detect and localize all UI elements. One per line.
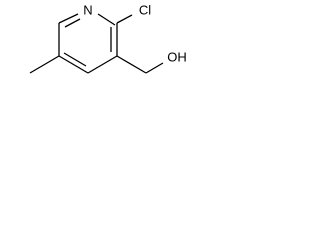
atom-label-nitrogen: N bbox=[83, 3, 92, 18]
chemical-structure-diagram: N Cl OH bbox=[29, 3, 187, 74]
bond-c6-n1 bbox=[58, 13, 79, 24]
atom-label-hydroxyl: OH bbox=[167, 50, 187, 65]
bond-c3-ch2 bbox=[116, 55, 147, 74]
bond-c5-methyl bbox=[29, 55, 60, 74]
bond-c6-n1-inner bbox=[64, 18, 81, 28]
bond-n1-c2 bbox=[97, 13, 116, 26]
bond-ch2-oh bbox=[145, 62, 164, 74]
bond-c4-c5 bbox=[58, 55, 89, 74]
atom-label-chlorine: Cl bbox=[139, 3, 151, 18]
bond-c3-c4 bbox=[87, 55, 118, 74]
bond-c2-cl bbox=[116, 14, 133, 24]
bond-c4-c5-inner bbox=[63, 52, 87, 67]
